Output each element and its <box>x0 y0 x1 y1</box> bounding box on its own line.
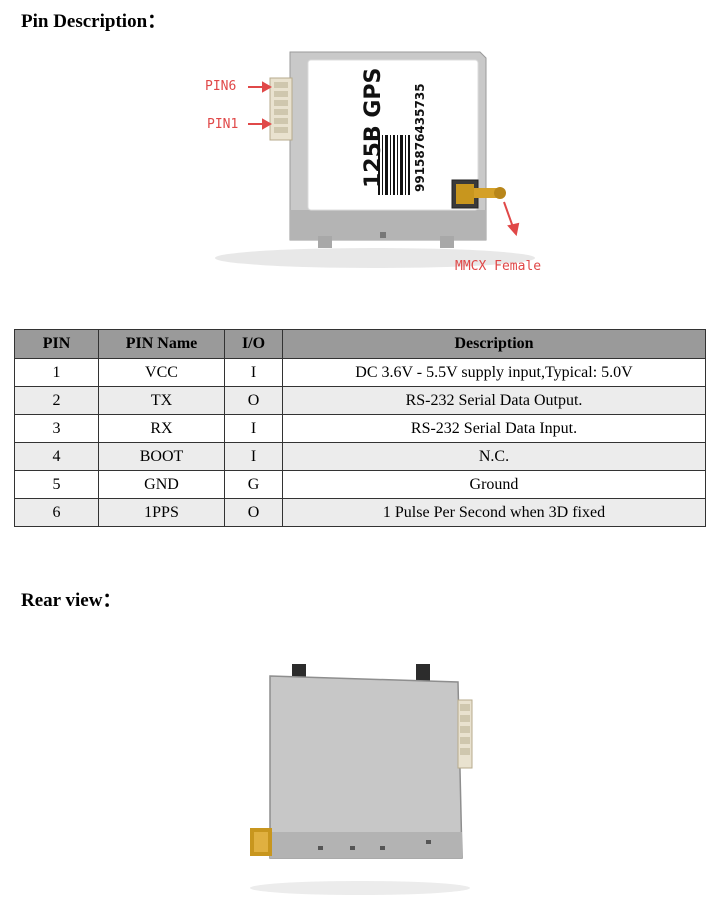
table-header-row: PIN PIN Name I/O Description <box>14 329 706 359</box>
cell-name: 1PPS <box>98 498 225 527</box>
cell-pin: 1 <box>14 358 99 387</box>
cell-pin: 5 <box>14 470 99 499</box>
cell-io: O <box>224 498 283 527</box>
cell-io: I <box>224 442 283 471</box>
cell-name: BOOT <box>98 442 225 471</box>
header-pin-name: PIN Name <box>98 329 225 359</box>
cell-name: GND <box>98 470 225 499</box>
cell-name: TX <box>98 386 225 415</box>
table-row: 5 GND G Ground <box>14 470 706 499</box>
pin1-callout: PIN1 <box>207 117 239 132</box>
table-row: 3 RX I RS-232 Serial Data Input. <box>14 414 706 443</box>
cell-description: DC 3.6V - 5.5V supply input,Typical: 5.0… <box>282 358 706 387</box>
cell-io: I <box>224 358 283 387</box>
cell-name: RX <box>98 414 225 443</box>
header-pin: PIN <box>14 329 99 359</box>
gps-module-rear-photo <box>250 664 473 895</box>
gps-module-front-photo: 125B GPS 9915876435735 <box>215 51 535 268</box>
cell-description: RS-232 Serial Data Output. <box>282 386 706 415</box>
table-row: 4 BOOT I N.C. <box>14 442 706 471</box>
cell-io: O <box>224 386 283 415</box>
cell-description: Ground <box>282 470 706 499</box>
module-model-label: 125B GPS <box>361 68 386 188</box>
cell-description: RS-232 Serial Data Input. <box>282 414 706 443</box>
cell-pin: 3 <box>14 414 99 443</box>
pin-table: PIN PIN Name I/O Description 1 VCC I DC … <box>14 329 706 527</box>
table-row: 6 1PPS O 1 Pulse Per Second when 3D fixe… <box>14 498 706 527</box>
module-serial-label: 9915876435735 <box>413 83 427 192</box>
cell-name: VCC <box>98 358 225 387</box>
pin-description-heading: Pin Description： <box>21 11 167 32</box>
cell-pin: 2 <box>14 386 99 415</box>
pin6-callout: PIN6 <box>205 79 237 94</box>
rear-view-heading: Rear view： <box>21 590 122 611</box>
mmcx-callout: MMCX Female <box>455 259 542 274</box>
cell-pin: 4 <box>14 442 99 471</box>
header-io: I/O <box>224 329 283 359</box>
table-row: 1 VCC I DC 3.6V - 5.5V supply input,Typi… <box>14 358 706 387</box>
cell-description: N.C. <box>282 442 706 471</box>
cell-pin: 6 <box>14 498 99 527</box>
header-description: Description <box>282 329 706 359</box>
cell-description: 1 Pulse Per Second when 3D fixed <box>282 498 706 527</box>
table-row: 2 TX O RS-232 Serial Data Output. <box>14 386 706 415</box>
cell-io: I <box>224 414 283 443</box>
cell-io: G <box>224 470 283 499</box>
